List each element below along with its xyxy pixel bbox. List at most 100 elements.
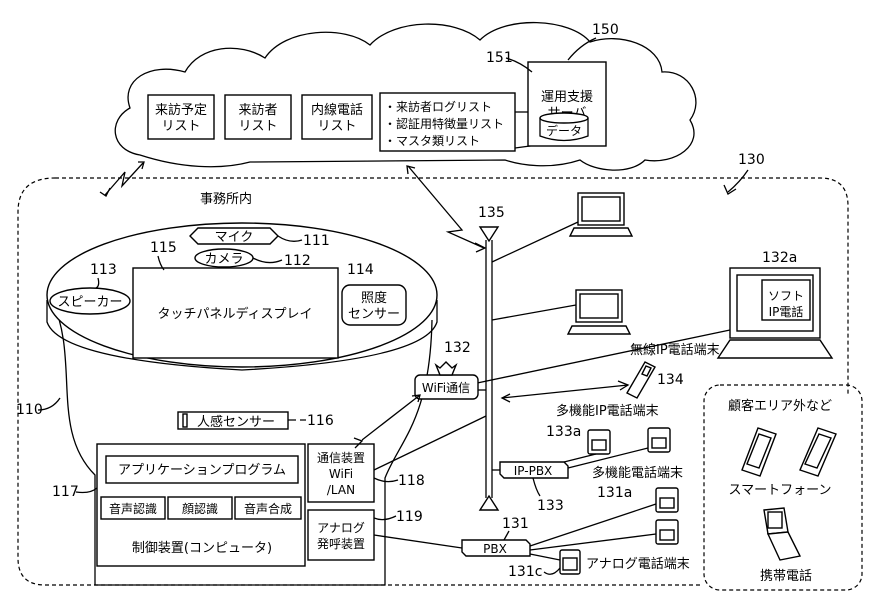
human-sensor-label: 人感センサー [197,414,275,430]
leader-118 [373,477,399,483]
light-sensor: 照度センサー [341,284,407,326]
pc1-link [491,221,579,263]
ip-pbx-ref: 133 [537,498,564,514]
desktop-pc-2 [566,289,632,335]
cloud-ref: 150 [592,22,619,38]
leader-131c [543,567,561,575]
antenna-mast [485,240,493,498]
wireless-phone-label: 無線IP電話端末 [630,342,720,358]
antenna-ref: 135 [478,205,505,221]
mf-phone-ref: 131a [597,485,632,501]
leader-115 [157,255,165,271]
office-ref: 130 [738,152,765,168]
caller-ref: 119 [396,509,423,525]
ip-pbx: IP-PBX [499,461,569,479]
pc2-link [491,304,577,321]
wifi-router: WiFi通信 [414,361,479,400]
visitor-list-label: 来訪者リスト [238,102,277,134]
pbx-phone-links [529,503,657,561]
ip-pbx-label: IP-PBX [514,464,553,478]
speaker: スピーカー [49,287,131,315]
touch-panel-ref: 115 [150,240,177,256]
voice-synthesis-label: 音声合成 [244,501,292,516]
control-ref: 117 [52,484,79,500]
wifi-ref: 132 [444,340,471,356]
voice-recognition-label: 音声認識 [109,501,157,516]
light-sensor-ref: 114 [347,262,374,278]
desktop-pc-1 [568,192,634,237]
wireless-phone-arrow-2 [617,380,630,391]
light-sensor-label: 照度センサー [348,290,400,322]
comm-ref: 118 [398,473,425,489]
server-ref: 151 [486,50,513,66]
mobile-label: 携帯電話 [760,568,812,584]
leader-111 [277,235,303,242]
leader-112 [252,257,283,264]
database-items-box: ・来訪者ログリスト ・認証用特徴量リスト ・マスタ類リスト [379,92,516,152]
human-sensor-ref: 116 [307,413,334,429]
speaker-label: スピーカー [57,295,122,310]
leader-119 [373,515,397,521]
wireless-phone-arrow-1 [500,393,511,403]
control-unit-label: 制御装置(コンピュータ) [132,541,272,556]
leader-131 [503,530,510,541]
db-item: ・来訪者ログリスト [384,99,492,114]
camera-ref: 112 [284,253,311,269]
wireless-phone-link [501,384,629,399]
app-program-label: アプリケーションプログラム [118,463,286,478]
analog-phone-ref: 131c [508,564,542,580]
mic-label: マイク [215,230,254,245]
mf-ip-phone-ref: 133a [546,424,581,440]
wifi-label: WiFi通信 [422,381,470,395]
server-db-label: データ [546,123,582,138]
leader-130-arrow [723,184,737,195]
mf-phone-1 [655,487,679,513]
antenna-link-arrow-2 [474,242,487,253]
db-item: ・マスタ類リスト [384,134,480,148]
leader-117 [75,487,98,494]
analog-phone [559,549,581,575]
robot-ref: 110 [16,402,43,418]
mf-phone-label: 多機能電話端末 [592,465,683,481]
leader-133 [532,477,541,497]
leader-110 [37,397,61,411]
human-sensor: 人感センサー [177,411,289,430]
wireless-phone-ref: 134 [657,372,684,388]
mf-ip-phone-1 [587,429,611,455]
visit-schedule-list: 来訪予定リスト [147,94,215,140]
db-item: ・認証用特徴量リスト [384,116,504,131]
wifi-robot-link [361,394,421,441]
smartphone-label: スマートフォーン [729,483,832,498]
smartphone-1 [741,427,777,477]
office-boundary [17,177,849,586]
control-unit: アプリケーションプログラム 音声認識 顔認識 音声合成 制御装置(コンピュータ) [96,443,306,567]
mf-phone-2 [655,519,679,545]
cloud-link-arrow-2 [138,161,145,170]
extension-phone-list-label: 内線電話リスト [311,102,363,134]
wifi-robot-arrow-2 [411,394,421,403]
cloud-outline [114,21,697,171]
office-title: 事務所内 [200,191,252,207]
cloud-link-arrow-1 [99,187,111,197]
mf-ip-phone-label: 多機能IP電話端末 [556,403,659,419]
mf-ip-phone-2 [647,427,671,453]
ippbx-phone-links [563,447,649,469]
camera-label: カメラ [204,252,243,267]
robot-head-rim [46,300,438,371]
speaker-ref: 113 [90,262,117,278]
analog-caller-label: アナログ発呼装置 [317,521,365,551]
outside-title: 顧客エリア外など [728,398,832,414]
antenna-bottom [478,494,500,511]
support-server: 運用支援サーバ データ [527,61,607,147]
leader-150 [567,37,597,61]
camera: カメラ [194,248,254,268]
leader-151 [505,57,533,73]
pbx-label: PBX [483,542,507,556]
leader-113 [95,277,100,289]
analog-caller: アナログ発呼装置 [307,509,375,561]
